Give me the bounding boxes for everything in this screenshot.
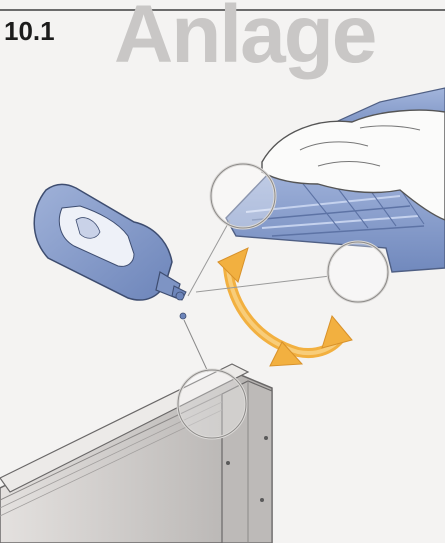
leader-line <box>196 276 330 292</box>
detail-circle-bottom <box>178 370 246 438</box>
leader-line <box>188 220 230 296</box>
detail-circle-right <box>328 242 388 302</box>
glue-bottle <box>34 184 186 300</box>
glue-drops <box>176 292 208 372</box>
detail-circle-top <box>211 164 275 228</box>
